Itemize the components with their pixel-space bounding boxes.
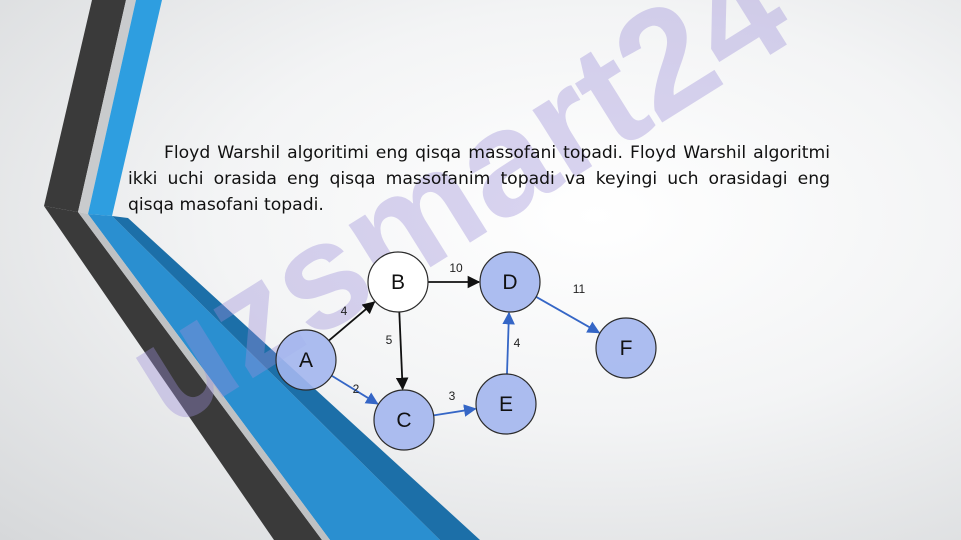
edge-A-B: [328, 301, 376, 342]
edge-weight-E-D: 4: [514, 336, 521, 350]
edge-E-D: [502, 311, 515, 375]
node-F: [595, 317, 657, 379]
edge-weight-B-C: 5: [386, 333, 393, 347]
body-paragraph: Floyd Warshil algoritimi eng qisqa masso…: [128, 143, 830, 215]
edge-weight-D-F: 11: [573, 282, 586, 296]
node-label-B: B: [391, 271, 405, 294]
node-label-C: C: [396, 409, 411, 432]
node-D: [479, 251, 541, 313]
node-A: [275, 329, 337, 391]
edge-weight-C-E: 3: [449, 389, 456, 403]
edge-weight-B-D: 10: [449, 261, 463, 275]
edge-weight-A-C: 2: [353, 382, 360, 396]
node-label-A: A: [299, 349, 313, 372]
node-label-F: F: [620, 337, 633, 360]
node-C: [373, 389, 435, 451]
node-label-D: D: [502, 271, 517, 294]
edge-B-C: [395, 311, 409, 391]
node-B: [367, 251, 429, 313]
edge-weight-A-B: 4: [341, 304, 348, 318]
node-label-E: E: [499, 393, 513, 416]
node-E: [475, 373, 537, 435]
edge-A-C: [331, 374, 379, 405]
edge-D-F: [535, 296, 601, 334]
edge-C-E: [433, 404, 477, 417]
